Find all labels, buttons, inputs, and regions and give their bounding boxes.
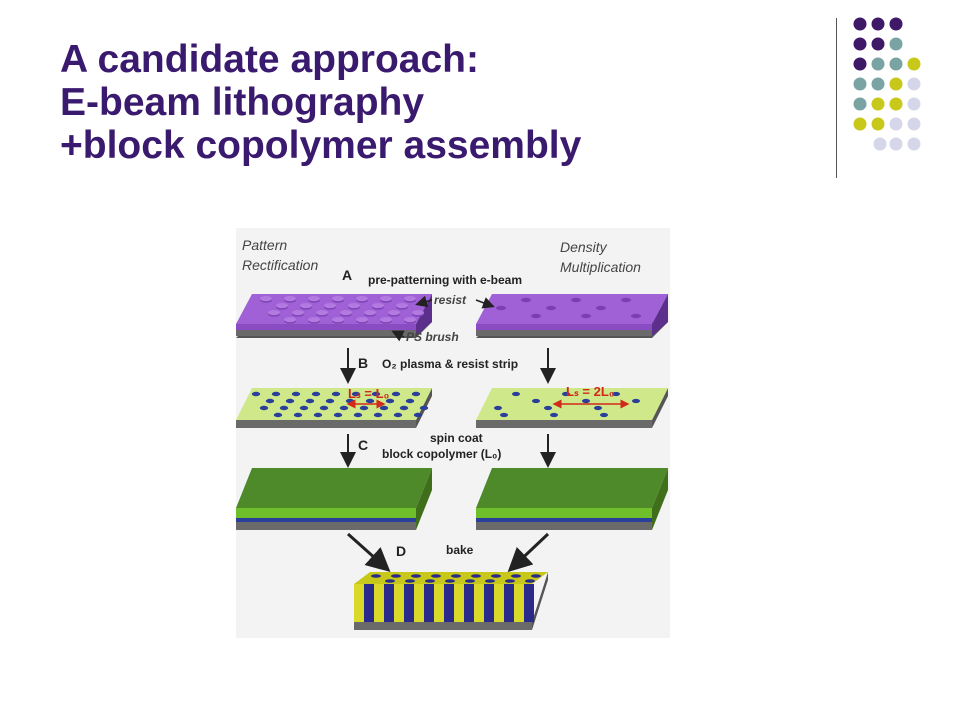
decorative-dot xyxy=(853,77,867,91)
decorative-dot xyxy=(889,37,903,51)
decorative-dot xyxy=(871,17,885,31)
left-resist-slab xyxy=(236,294,432,338)
decorative-dot xyxy=(853,17,867,31)
decorative-dot xyxy=(907,137,921,151)
decorative-dot xyxy=(871,97,885,111)
decorative-dot xyxy=(907,117,921,131)
right-title-line-2: Multiplication xyxy=(560,259,641,275)
decorative-dot xyxy=(871,77,885,91)
step-a-text: pre-patterning with e-beam xyxy=(368,273,522,287)
decorative-divider xyxy=(836,18,837,178)
ps-brush-label: PS brush xyxy=(406,330,459,344)
title-line-1: A candidate approach: xyxy=(60,38,479,81)
slide-title: A candidate approach: E-beam lithography… xyxy=(60,38,581,167)
ls-equal-2l0-label: Lₛ = 2L₀ xyxy=(566,384,615,399)
decorative-dot xyxy=(907,57,921,71)
final-assembled-film xyxy=(354,572,548,630)
decorative-dot-grid xyxy=(853,17,921,151)
decorative-dot xyxy=(907,97,921,111)
left-title-line-2: Rectification xyxy=(242,257,318,273)
ls-equal-l0-label: Lₛ = L₀ xyxy=(348,386,390,401)
step-d-letter: D xyxy=(396,543,406,559)
right-title-line-1: Density xyxy=(560,239,608,255)
step-d-text: bake xyxy=(446,543,474,557)
step-c-text2: block copolymer (L₀) xyxy=(382,447,501,461)
right-bcp-film xyxy=(476,468,668,530)
title-line-2: E-beam lithography xyxy=(60,81,425,124)
decorative-dot xyxy=(889,117,903,131)
right-resist-slab xyxy=(476,294,668,338)
step-b-text: O₂ plasma & resist strip xyxy=(382,357,518,371)
decorative-dot xyxy=(889,57,903,71)
decorative-dot xyxy=(871,57,885,71)
decorative-dot xyxy=(853,97,867,111)
decorative-dot xyxy=(889,97,903,111)
left-title-line-1: Pattern xyxy=(242,237,287,253)
decorative-dot xyxy=(889,77,903,91)
step-b-letter: B xyxy=(358,355,368,371)
decorative-dot xyxy=(907,77,921,91)
decorative-dot xyxy=(853,57,867,71)
step-a-letter: A xyxy=(342,267,352,283)
decorative-dot xyxy=(873,137,887,151)
resist-label: resist xyxy=(434,293,467,307)
decorative-dot xyxy=(889,17,903,31)
left-bcp-film xyxy=(236,468,432,530)
decorative-dot xyxy=(853,117,867,131)
process-figure: Pattern Rectification Density Multiplica… xyxy=(236,228,670,638)
decorative-dot xyxy=(871,117,885,131)
decorative-dot xyxy=(871,37,885,51)
title-line-3: +block copolymer assembly xyxy=(60,124,582,167)
step-c-text: spin coat xyxy=(430,431,483,445)
decorative-dot xyxy=(889,137,903,151)
left-chemical-pattern xyxy=(236,388,432,428)
decorative-dot xyxy=(853,37,867,51)
process-diagram: Pattern Rectification Density Multiplica… xyxy=(236,237,668,630)
step-c-letter: C xyxy=(358,437,368,453)
